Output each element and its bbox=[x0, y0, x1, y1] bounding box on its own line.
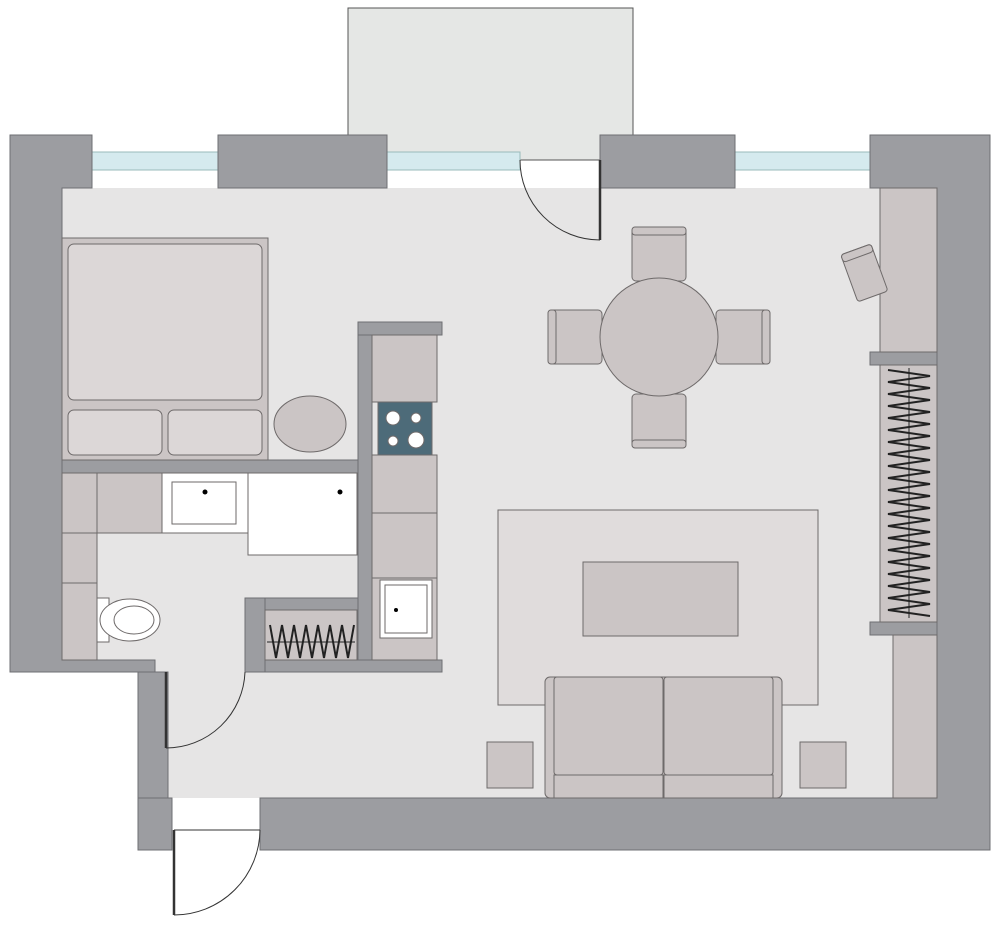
coffee-table-icon bbox=[582, 561, 739, 637]
stove-icon bbox=[377, 401, 433, 456]
bathtub-icon bbox=[247, 472, 358, 556]
ottoman-icon bbox=[273, 395, 347, 453]
window-icon bbox=[734, 151, 871, 171]
door-icon bbox=[164, 671, 246, 749]
stool-icon bbox=[486, 741, 534, 789]
door-icon bbox=[519, 159, 602, 241]
door-icon bbox=[172, 829, 261, 916]
balcony bbox=[347, 7, 634, 161]
chair-icon bbox=[547, 226, 771, 449]
wardrobe-lower bbox=[892, 634, 938, 799]
chair-icon bbox=[841, 244, 888, 302]
walls bbox=[9, 134, 991, 851]
stool-icon bbox=[799, 741, 847, 789]
wardrobe-icon bbox=[879, 364, 938, 623]
kitchen-sink-icon bbox=[379, 579, 433, 639]
desk-icon bbox=[879, 187, 938, 353]
dining-table-icon bbox=[599, 277, 719, 397]
bed-icon bbox=[61, 237, 269, 461]
closet-icon bbox=[264, 609, 358, 661]
sofa-icon bbox=[544, 676, 783, 799]
toilet-icon bbox=[96, 597, 161, 643]
window-icon bbox=[91, 151, 219, 171]
bathroom-cabinets bbox=[61, 472, 163, 661]
bathroom-sink-icon bbox=[161, 472, 249, 534]
window-icon bbox=[386, 151, 521, 171]
